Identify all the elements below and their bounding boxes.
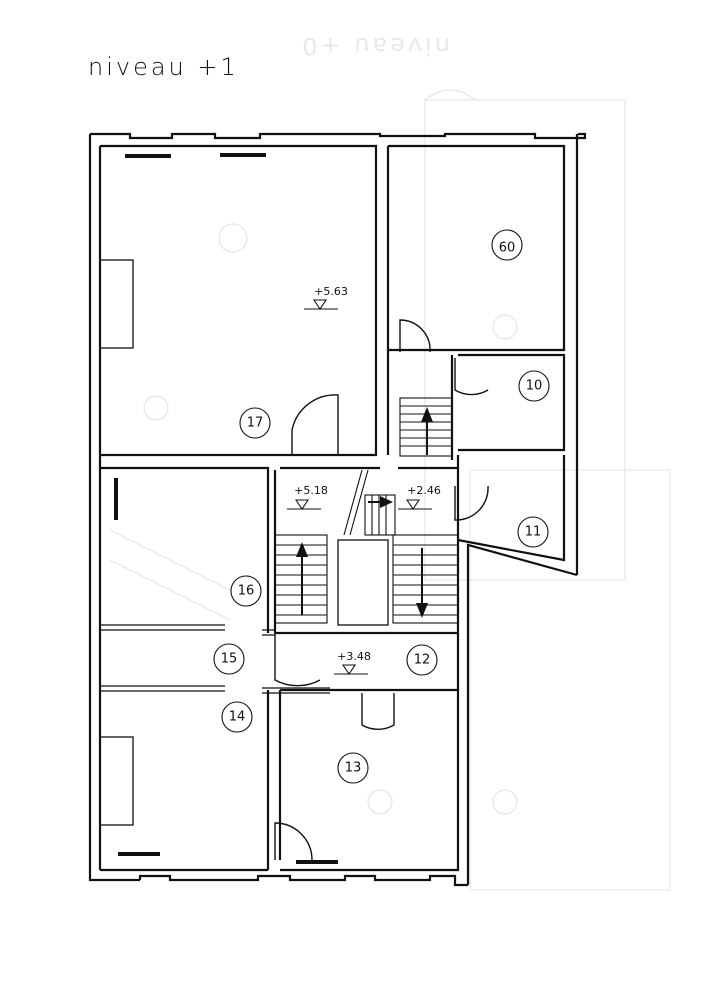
room-labels: 09 10 11 12 13 14 15 16	[213, 229, 550, 784]
room-17-label: 17	[247, 416, 264, 431]
radiator-1	[125, 154, 171, 158]
level-246: +2.46	[407, 484, 441, 497]
level-markers: +5.63 +5.18 +2.46 +3.48	[287, 285, 441, 675]
level-518: +5.18	[294, 484, 328, 497]
radiator-2	[220, 153, 266, 157]
room-09-label: 09	[499, 238, 516, 253]
radiator-3	[114, 478, 118, 520]
room-15: 15	[213, 643, 245, 675]
drawing-title: niveau +1	[88, 53, 239, 81]
room-10: 10	[518, 370, 550, 402]
room-17: 17	[239, 407, 271, 439]
stair-arrows	[296, 407, 433, 618]
room-10-label: 10	[526, 379, 543, 394]
doors	[274, 319, 489, 861]
door-13	[361, 693, 395, 730]
ghost-layer: niveau +0	[109, 32, 671, 891]
ghost-title: niveau +0	[299, 32, 450, 60]
room-12: 12	[406, 644, 438, 676]
interior-walls	[100, 350, 566, 870]
door-11	[454, 485, 489, 521]
chimneys	[99, 259, 134, 826]
radiator-4	[118, 852, 160, 856]
room-09: 09	[491, 229, 523, 261]
door-15	[274, 633, 321, 687]
windows	[114, 153, 338, 864]
room-14: 14	[221, 701, 253, 733]
room-11-label: 11	[525, 525, 542, 540]
door-17	[291, 394, 339, 455]
room-13: 13	[337, 752, 369, 784]
room-12-label: 12	[414, 653, 431, 668]
room-16: 16	[230, 575, 262, 607]
room-14-label: 14	[229, 710, 246, 725]
outer-walls	[88, 132, 587, 887]
level-348: +3.48	[337, 650, 371, 663]
room-13-label: 13	[345, 761, 362, 776]
room-11: 11	[517, 516, 549, 548]
level-563: +5.63	[314, 285, 348, 298]
room-15-label: 15	[221, 652, 238, 667]
door-13b	[274, 822, 313, 861]
radiator-5	[296, 860, 338, 864]
room-16-label: 16	[238, 584, 255, 599]
door-09	[399, 319, 431, 353]
door-10	[454, 358, 489, 396]
